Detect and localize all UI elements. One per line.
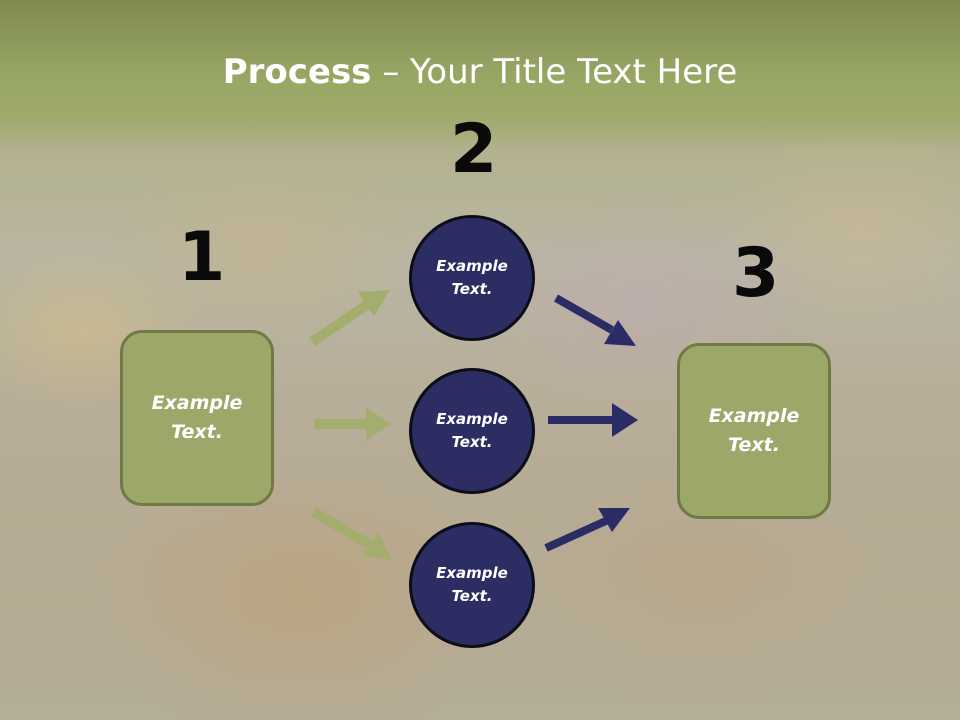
right-step-box: Example Text.	[677, 343, 831, 519]
step-number-1: 1	[178, 218, 226, 297]
circle-bottom: Example Text.	[409, 522, 535, 648]
circle-middle-label: Example Text.	[436, 410, 508, 451]
circle-bottom-label: Example Text.	[436, 564, 508, 605]
green-arrow-middle	[314, 407, 390, 441]
navy-arrow-up	[544, 508, 630, 552]
left-step-label: Example Text.	[151, 392, 243, 443]
title-rest: – Your Title Text Here	[371, 52, 738, 92]
circle-top-label: Example Text.	[436, 257, 508, 298]
circle-top: Example Text.	[409, 215, 535, 341]
step-number-2: 2	[450, 110, 498, 189]
navy-arrow-down	[554, 294, 636, 346]
title-bold: Process	[222, 52, 372, 92]
left-step-box: Example Text.	[120, 330, 274, 506]
slide-title: Process – Your Title Text Here	[0, 52, 960, 92]
green-arrow-down	[311, 507, 392, 560]
green-arrow-up	[309, 290, 390, 347]
title-band	[0, 0, 960, 150]
navy-arrow-middle	[548, 403, 638, 437]
step-number-3: 3	[732, 234, 780, 313]
circle-middle: Example Text.	[409, 368, 535, 494]
right-step-label: Example Text.	[708, 405, 800, 456]
